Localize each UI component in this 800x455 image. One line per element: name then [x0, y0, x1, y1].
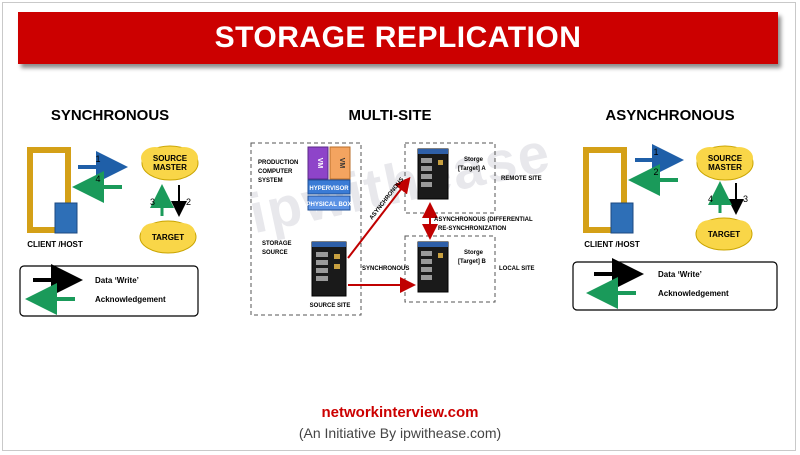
sync-legend-ack: Acknowledgement	[95, 295, 166, 304]
sync-step-3: 3	[150, 197, 155, 207]
asynchronous-arrow	[347, 176, 411, 259]
sync-step-2: 2	[186, 197, 191, 207]
asynchronous-label: ASYNCHRONOUS	[369, 177, 406, 221]
sync-target-label: TARGET	[152, 233, 184, 242]
target-a-label-1: Storge	[464, 157, 484, 163]
remote-site-box	[404, 142, 496, 214]
production-label-1: PRODUCTION	[258, 160, 298, 166]
production-stack	[307, 146, 351, 211]
async-source-label-2: MASTER	[708, 163, 742, 172]
synchronous-label: SYNCHRONOUS	[362, 266, 409, 272]
async-step-4: 4	[708, 194, 713, 204]
resync-label-1: ASYNCHRONOUS (DIFFERENTIAL	[434, 217, 533, 223]
async-legend-write: Data ‘Write’	[658, 270, 702, 279]
sync-source-cloud	[141, 145, 199, 181]
local-site-label: LOCAL SITE	[499, 266, 535, 272]
source-site-box	[250, 142, 362, 316]
image-frame	[2, 2, 796, 451]
target-b-storage-array	[417, 241, 449, 293]
page-title: STORAGE REPLICATION	[214, 21, 582, 54]
sync-step-1: 1	[95, 154, 100, 164]
synchronous-heading: SYNCHRONOUS	[50, 107, 170, 124]
sync-source-label-1: SOURCE	[153, 154, 188, 163]
footer-site: networkinterview.com	[321, 404, 479, 421]
async-legend	[572, 258, 778, 311]
async-source-label-1: SOURCE	[708, 154, 743, 163]
remote-site-label: REMOTE SITE	[501, 176, 542, 182]
target-b-label-2: [Target] B	[458, 259, 487, 265]
local-site-box	[404, 235, 496, 303]
vm-label-2: VM	[338, 158, 345, 169]
async-step-1: 1	[653, 147, 658, 157]
async-legend-ack: Acknowledgement	[658, 289, 729, 298]
resync-label-2: RE-SYNCHRONIZATION	[438, 226, 506, 232]
async-host	[583, 147, 634, 234]
sync-host	[27, 147, 78, 234]
async-target-label: TARGET	[708, 230, 740, 239]
target-a-storage-array	[417, 148, 449, 200]
async-step-3: 3	[743, 194, 748, 204]
async-step-2: 2	[653, 167, 658, 177]
target-a-label-2: [Target] A	[458, 166, 486, 172]
production-label-2: COMPUTER	[258, 169, 293, 175]
sync-legend	[19, 264, 199, 317]
footer-tagline: (An Initiative By ipwithease.com)	[298, 425, 502, 441]
storage-source-label-2: SOURCE	[262, 250, 288, 256]
async-host-label: CLIENT /HOST	[584, 240, 640, 249]
asynchronous-heading: ASYNCHRONOUS	[605, 107, 735, 124]
sync-legend-write: Data ‘Write’	[95, 276, 139, 285]
vm-label-1: VM	[316, 158, 323, 169]
async-source-cloud	[696, 145, 754, 181]
sync-target-cloud	[139, 220, 197, 254]
storage-source-label-1: STORAGE	[262, 241, 292, 247]
source-site-label: SOURCE SITE	[310, 303, 351, 309]
physical-box-label: PHYSICAL BOX	[307, 202, 352, 208]
sync-step-4: 4	[95, 174, 100, 184]
target-b-label-1: Storge	[464, 250, 484, 256]
production-label-3: SYSTEM	[258, 178, 283, 184]
title-banner: STORAGE REPLICATION	[18, 12, 778, 64]
source-storage-array	[311, 241, 347, 297]
sync-source-label-2: MASTER	[153, 163, 187, 172]
hypervisor-label: HYPERVISOR	[309, 186, 349, 192]
sync-host-label: CLIENT /HOST	[27, 240, 83, 249]
multisite-heading: MULTI-SITE	[348, 107, 432, 124]
async-target-cloud	[695, 217, 753, 251]
